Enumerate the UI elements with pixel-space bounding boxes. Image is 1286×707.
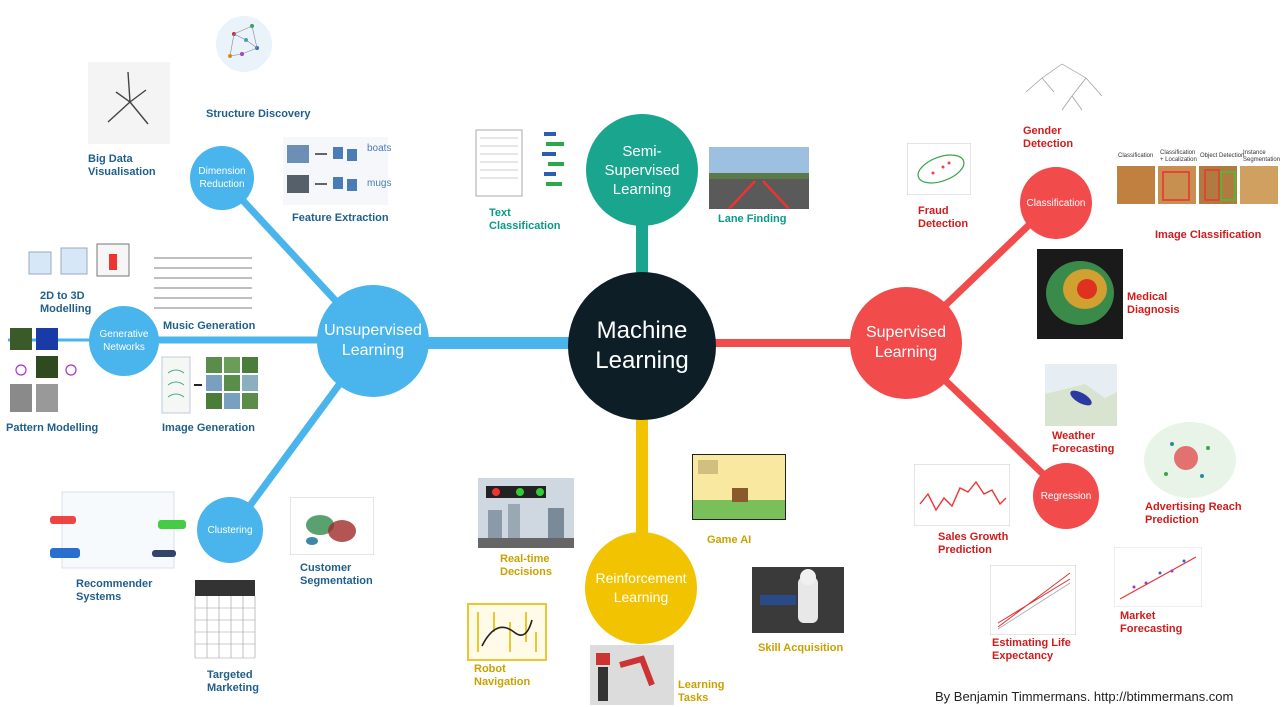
- text-classification-image: [475, 129, 564, 197]
- structure-discovery-image: [216, 16, 272, 72]
- music-generation-label: Music Generation: [163, 320, 256, 332]
- semi-supervised-learning-node[interactable]: Semi- Supervised Learning: [586, 114, 698, 226]
- regression-node[interactable]: Regression: [1033, 463, 1099, 529]
- gender-detection-image: [1025, 63, 1103, 111]
- customer-segmentation-label: Customer Segmentation: [300, 562, 373, 587]
- advertising-reach-image: [1144, 422, 1236, 498]
- center-node[interactable]: Machine Learning: [568, 272, 716, 420]
- reinforcement-learning-node[interactable]: Reinforcement Learning: [585, 532, 697, 644]
- ic-header-classification: Classification: [1118, 153, 1154, 159]
- game-ai-label: Game AI: [707, 534, 752, 546]
- sales-growth-label: Sales Growth Prediction: [938, 531, 1009, 556]
- weather-forecasting-label: Weather Forecasting: [1052, 430, 1115, 455]
- robot-navigation-label: Robot Navigation: [474, 663, 531, 688]
- 2d-to-3d-modelling-image: [28, 243, 130, 277]
- credit-text: By Benjamin Timmermans. http://btimmerma…: [935, 689, 1234, 704]
- ic-header-localization: Classification + Localization: [1160, 150, 1197, 163]
- medical-diagnosis-image: [1037, 249, 1123, 339]
- clustering-node[interactable]: Clustering: [197, 497, 263, 563]
- 2d-to-3d-modelling-label: 2D to 3D Modelling: [40, 290, 92, 315]
- gender-detection-label: Gender Detection: [1023, 125, 1074, 150]
- mugs-label: mugs: [367, 178, 392, 189]
- lane-finding-label: Lane Finding: [718, 213, 787, 225]
- ic-header-instance-segmentation: Instance Segmentation: [1243, 150, 1281, 163]
- sales-growth-image: [914, 464, 1010, 526]
- real-time-decisions-label: Real-time Decisions: [500, 553, 552, 578]
- feature-extraction-image: [283, 137, 388, 205]
- big-data-visualisation-image: [88, 62, 170, 144]
- recommender-systems-label: Recommender Systems: [76, 578, 153, 603]
- targeted-marketing-image: [194, 580, 256, 659]
- life-expectancy-label: Estimating Life Expectancy: [992, 637, 1071, 662]
- supervised-learning-node[interactable]: Supervised Learning: [850, 287, 962, 399]
- recommender-systems-image: [50, 491, 186, 569]
- weather-forecasting-image: [1045, 364, 1117, 426]
- lane-finding-image: [709, 147, 809, 209]
- boats-label: boats: [367, 143, 392, 154]
- skill-acquisition-image: [752, 567, 844, 633]
- image-generation-label: Image Generation: [162, 422, 255, 434]
- life-expectancy-image: [990, 565, 1076, 635]
- robot-navigation-image: [467, 603, 547, 661]
- learning-tasks-label: Learning Tasks: [678, 679, 725, 704]
- feature-extraction-label: Feature Extraction: [292, 212, 389, 224]
- pattern-modelling-image: [10, 328, 77, 412]
- fraud-detection-label: Fraud Detection: [918, 205, 969, 230]
- text-classification-label: Text Classification: [489, 207, 561, 232]
- ic-header-object-detection: Object Detection: [1200, 153, 1245, 159]
- market-forecasting-image: [1114, 547, 1202, 607]
- medical-diagnosis-label: Medical Diagnosis: [1127, 291, 1180, 316]
- image-generation-image: [161, 356, 258, 414]
- learning-tasks-image: [590, 645, 674, 705]
- fraud-detection-image: [907, 143, 971, 195]
- dimension-reduction-node[interactable]: Dimension Reduction: [190, 146, 254, 210]
- skill-acquisition-label: Skill Acquisition: [758, 642, 844, 654]
- unsupervised-learning-node[interactable]: Unsupervised Learning: [317, 285, 429, 397]
- customer-segmentation-image: [290, 497, 374, 555]
- image-classification-label: Image Classification: [1155, 229, 1262, 241]
- classification-node[interactable]: Classification: [1020, 167, 1092, 239]
- advertising-reach-label: Advertising Reach Prediction: [1145, 501, 1242, 526]
- music-generation-image: [154, 257, 252, 309]
- pattern-modelling-label: Pattern Modelling: [6, 422, 99, 434]
- real-time-decisions-image: [478, 478, 574, 548]
- generative-networks-node[interactable]: Generative Networks: [89, 306, 159, 376]
- big-data-visualisation-label: Big Data Visualisation: [88, 153, 156, 178]
- structure-discovery-label: Structure Discovery: [206, 108, 311, 120]
- image-classification-image: [1115, 150, 1281, 220]
- game-ai-image: [692, 454, 786, 520]
- market-forecasting-label: Market Forecasting: [1120, 610, 1183, 635]
- targeted-marketing-label: Targeted Marketing: [207, 669, 259, 694]
